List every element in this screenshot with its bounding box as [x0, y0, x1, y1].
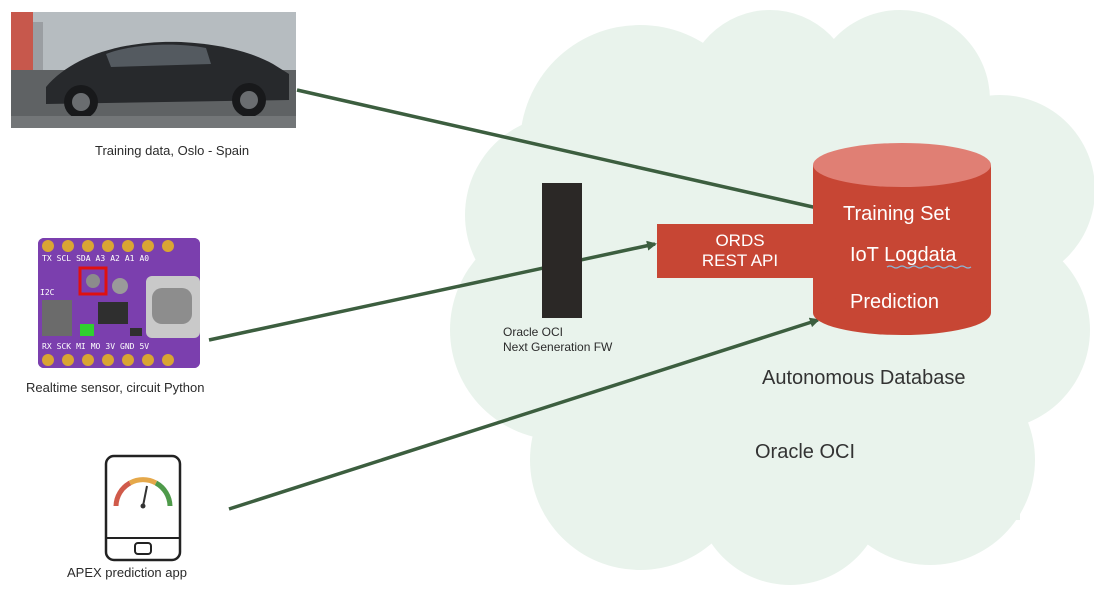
logdata-underline [886, 265, 972, 269]
sensor-board-photo: TX SCL SDA A3 A2 A1 A0 I2C RX SCK MI MO … [38, 238, 200, 368]
ords-rest-api-box: ORDS REST API [657, 224, 823, 278]
database-cylinder [813, 143, 991, 335]
ords-line1: ORDS [715, 231, 765, 250]
pin-label: SCL [56, 254, 72, 263]
pin-label: RX [42, 342, 52, 351]
db-item-training-set: Training Set [843, 203, 951, 225]
database-caption: Autonomous Database [762, 367, 966, 389]
pin-label: MI [76, 342, 86, 351]
firewall-label-line1: Oracle OCI [503, 325, 564, 339]
sensor-side-label: I2C [40, 288, 55, 297]
pin-label: 5V [139, 342, 150, 351]
pin-label: A3 [95, 254, 106, 263]
firewall-bar [542, 183, 582, 318]
pin-label: A0 [139, 254, 150, 263]
car-photo [11, 12, 296, 128]
phone-icon [104, 454, 182, 562]
sensor-top-pin-labels: TX SCL SDA A3 A2 A1 A0 [42, 254, 200, 263]
pin-label: A2 [110, 254, 120, 263]
cloud-label: Oracle OCI [755, 441, 856, 463]
ords-line2: REST API [701, 251, 779, 270]
car-photo-art [11, 12, 296, 128]
app-caption: APEX prediction app [67, 565, 187, 580]
pin-label: A1 [124, 254, 135, 263]
db-item-iot-logdata: IoT Logdata [850, 244, 957, 266]
arrow-car-to-training-set [296, 88, 837, 216]
arrow-app-to-prediction [228, 317, 820, 511]
pin-label: TX [42, 254, 52, 263]
sensor-bottom-pin-labels: RX SCK MI MO 3V GND 5V [42, 342, 200, 351]
db-item-prediction: Prediction [850, 291, 939, 313]
firewall-label-line2: Next Generation FW [503, 340, 613, 354]
sensor-caption: Realtime sensor, circuit Python [26, 380, 205, 395]
car-caption: Training data, Oslo - Spain [95, 143, 250, 158]
gauge-phone-icon [104, 454, 182, 562]
pin-label: MO [90, 342, 101, 351]
pin-label: SCK [56, 342, 72, 351]
pin-label: 3V [105, 342, 116, 351]
pin-label: SDA [76, 254, 91, 263]
sensor-board-art [38, 238, 200, 368]
pin-label: GND [120, 342, 135, 351]
